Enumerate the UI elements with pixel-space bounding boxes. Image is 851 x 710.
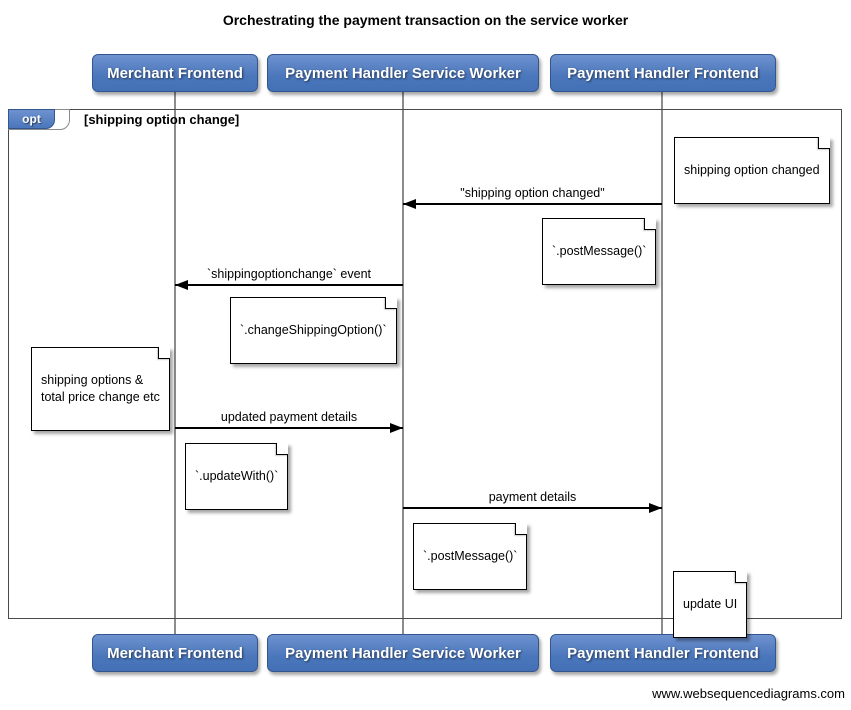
note-text: update UI — [683, 597, 738, 611]
diagram-title: Orchestrating the payment transaction on… — [222, 12, 629, 28]
note-fold-icon — [157, 347, 170, 359]
note-fold-icon — [735, 571, 748, 583]
note-fold-icon — [384, 297, 397, 309]
arrowhead-right-icon — [649, 503, 662, 513]
note-shipping-options-total-price: shipping options & total price change et… — [31, 347, 170, 431]
note-postmessage-2: `.postMessage()` — [413, 523, 528, 590]
note-update-ui: update UI — [673, 571, 748, 638]
note-fold-icon — [644, 218, 657, 230]
watermark-url: www.websequencediagrams.com — [652, 686, 845, 701]
note-postmessage-1: `.postMessage()` — [542, 218, 657, 285]
note-fold-icon — [276, 443, 289, 455]
message-label: "shipping option changed" — [460, 186, 605, 200]
note-text: shipping options & total price change et… — [41, 373, 160, 404]
message-updated-payment-details: updated payment details — [175, 405, 403, 433]
message-payment-details: payment details — [403, 485, 662, 513]
actor-box-payment-handler-frontend-top: Payment Handler Frontend — [550, 54, 776, 92]
message-shippingoptionchange-event: `shippingoptionchange` event — [175, 262, 403, 290]
message-line — [175, 284, 403, 286]
note-changeshippingoption: `.changeShippingOption()` — [230, 297, 397, 364]
note-updatewith: `.updateWith()` — [185, 443, 289, 510]
actor-box-merchant-frontend-bottom: Merchant Frontend — [92, 634, 258, 672]
note-shipping-option-changed: shipping option changed — [674, 137, 830, 204]
note-fold-icon — [817, 137, 830, 149]
actor-box-payment-handler-service-worker-top: Payment Handler Service Worker — [267, 54, 539, 92]
note-text: `.changeShippingOption()` — [240, 323, 387, 337]
message-line — [403, 203, 662, 205]
actor-box-payment-handler-frontend-bottom: Payment Handler Frontend — [550, 634, 776, 672]
note-text: shipping option changed — [684, 163, 820, 177]
message-label: updated payment details — [220, 410, 358, 424]
message-label: payment details — [488, 490, 577, 504]
message-line — [175, 427, 403, 429]
note-text: `.postMessage()` — [552, 244, 647, 258]
note-fold-icon — [515, 523, 528, 535]
arrowhead-left-icon — [403, 199, 416, 209]
actor-box-merchant-frontend-top: Merchant Frontend — [92, 54, 258, 92]
message-shipping-option-changed: "shipping option changed" — [403, 181, 662, 209]
arrowhead-left-icon — [175, 280, 188, 290]
message-label: `shippingoptionchange` event — [206, 267, 371, 281]
opt-frame — [8, 109, 842, 619]
lifeline-payment-handler-frontend — [661, 91, 663, 634]
lifeline-payment-handler-service-worker — [402, 91, 404, 634]
arrowhead-right-icon — [390, 423, 403, 433]
opt-operator-tab: opt — [8, 109, 55, 129]
message-line — [403, 507, 662, 509]
note-text: `.postMessage()` — [423, 549, 518, 563]
actor-box-payment-handler-service-worker-bottom: Payment Handler Service Worker — [267, 634, 539, 672]
lifeline-merchant-frontend — [174, 91, 176, 634]
opt-guard-label: [shipping option change] — [84, 112, 240, 127]
note-text: `.updateWith()` — [195, 469, 279, 483]
